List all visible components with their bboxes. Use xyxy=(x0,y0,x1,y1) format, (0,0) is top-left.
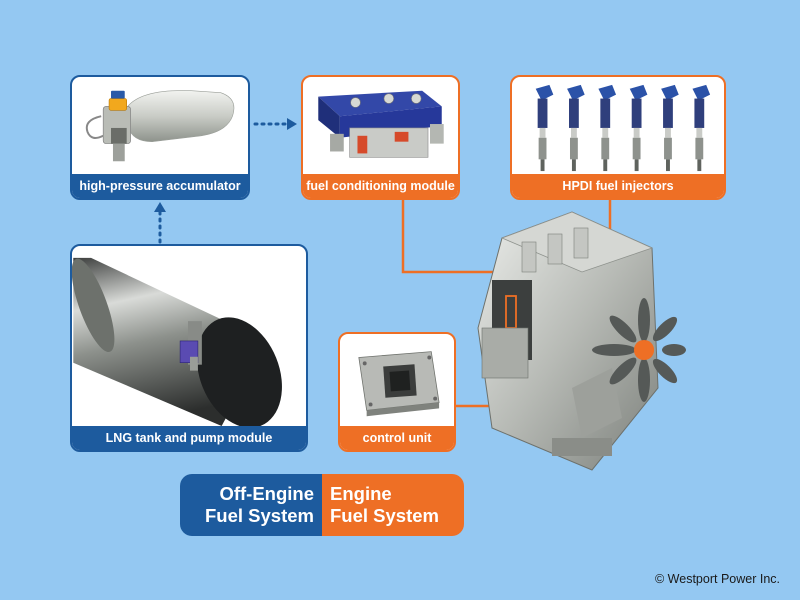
engine-fuel-system-block: Engine Fuel System xyxy=(322,474,464,536)
fuel-conditioning-image xyxy=(303,77,458,174)
lng-tank-label: LNG tank and pump module xyxy=(72,426,306,450)
fuel-system-legend: Off-Engine Fuel System Engine Fuel Syste… xyxy=(180,474,464,536)
arrow-right-icon xyxy=(287,118,297,130)
copyright-text: © Westport Power Inc. xyxy=(655,572,780,586)
injectors-card: HPDI fuel injectors xyxy=(510,75,726,200)
fuel-conditioning-card: fuel conditioning module xyxy=(301,75,460,200)
injector-icon xyxy=(567,84,585,172)
injector-icon xyxy=(598,84,617,172)
fuel-conditioning-label: fuel conditioning module xyxy=(303,174,458,198)
off-engine-line2: Fuel System xyxy=(205,505,314,526)
accumulator-label: high-pressure accumulator xyxy=(72,174,248,198)
engine-line2: Fuel System xyxy=(330,505,439,526)
injector-icon xyxy=(535,84,554,172)
fan-icon xyxy=(592,298,686,402)
injectors-image xyxy=(512,77,724,174)
off-engine-fuel-system-block: Off-Engine Fuel System xyxy=(180,474,322,536)
lng-tank-image xyxy=(72,246,306,426)
injectors-label: HPDI fuel injectors xyxy=(512,174,724,198)
arrow-up-icon xyxy=(154,202,166,212)
control-unit-image xyxy=(340,334,454,426)
control-unit-label: control unit xyxy=(340,426,454,450)
engine-line1: Engine xyxy=(330,483,392,504)
off-engine-line1: Off-Engine xyxy=(219,483,314,504)
accumulator-image xyxy=(72,77,248,174)
lng-tank-card: LNG tank and pump module xyxy=(70,244,308,452)
accumulator-card: high-pressure accumulator xyxy=(70,75,250,200)
injector-icon xyxy=(692,84,711,172)
injector-icon xyxy=(629,84,648,172)
injector-icon xyxy=(661,84,679,172)
engine-image xyxy=(477,211,686,471)
control-unit-card: control unit xyxy=(338,332,456,452)
